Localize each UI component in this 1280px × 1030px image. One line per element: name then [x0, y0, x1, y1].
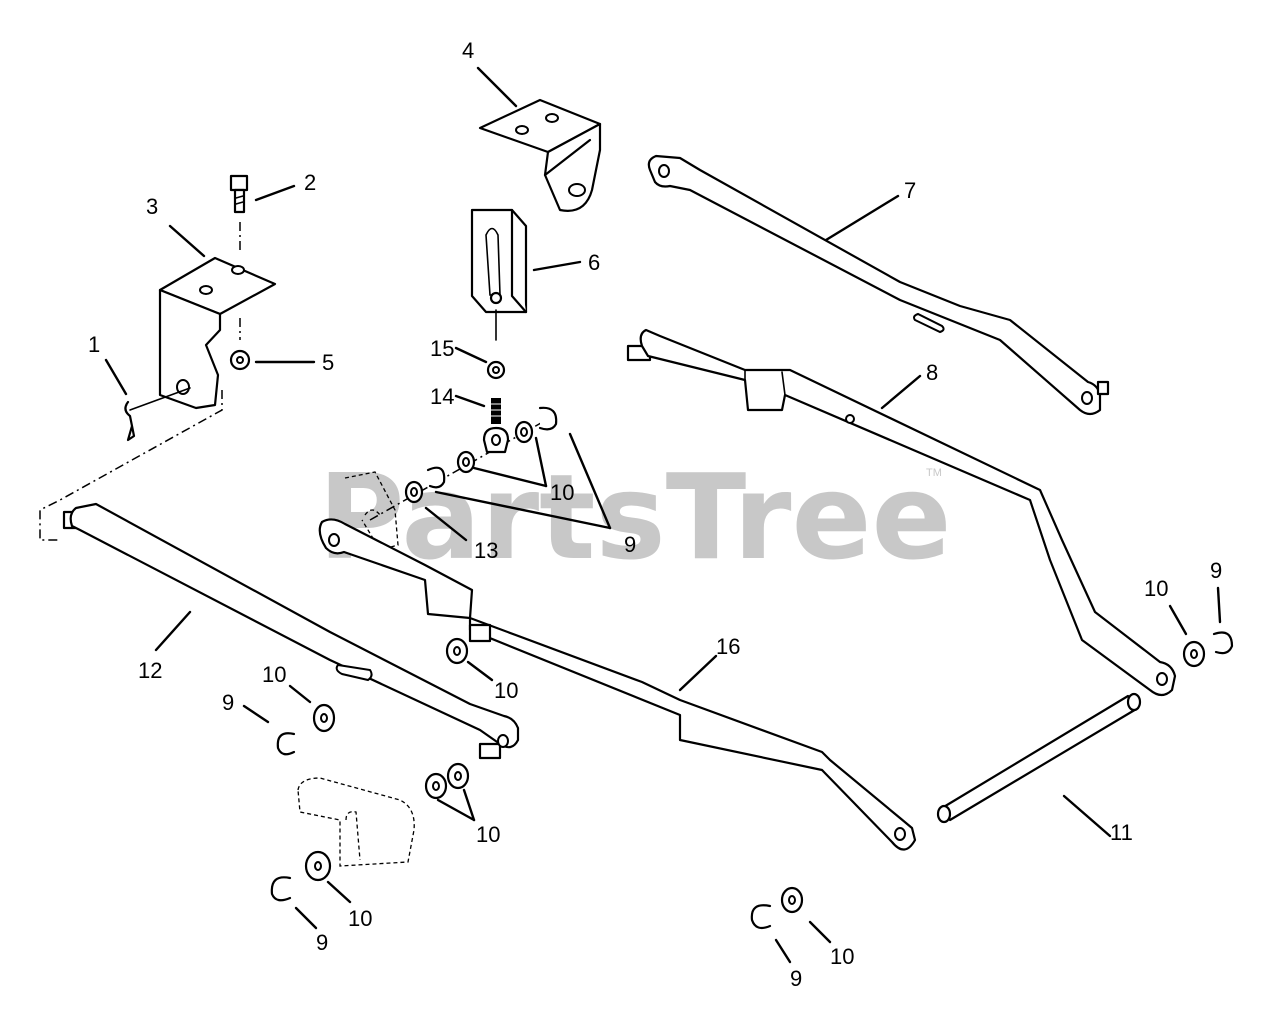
callout-12: 12	[138, 658, 162, 683]
washer-10-right[interactable]	[1182, 640, 1206, 668]
washer-10-mid[interactable]	[445, 637, 469, 665]
callout-1: 1	[88, 332, 100, 357]
part-4-bracket[interactable]	[478, 98, 602, 212]
callout-8: 8	[926, 360, 938, 385]
callout-10-bottom-left: 10	[348, 906, 372, 931]
callout-10-center: 10	[550, 480, 574, 505]
snap-ring-9-right[interactable]	[1212, 631, 1234, 655]
callout-10-right: 10	[1144, 576, 1168, 601]
callout-6: 6	[588, 250, 600, 275]
leader-lines	[104, 66, 1222, 964]
part-5-nut[interactable]	[229, 318, 251, 371]
ghost-outline-lower	[297, 777, 415, 867]
callout-13: 13	[474, 538, 498, 563]
callout-16: 16	[716, 634, 740, 659]
callout-10-lower: 10	[476, 822, 500, 847]
part-12-lower-arm[interactable]	[62, 502, 520, 760]
callout-10-bottom: 10	[830, 944, 854, 969]
part-3-bracket[interactable]	[158, 256, 277, 410]
washer-pair-10-lower[interactable]	[424, 762, 470, 800]
washer-10-bottom[interactable]	[780, 886, 804, 914]
part-2-bolt[interactable]	[229, 174, 249, 252]
part-6-slotted-plate[interactable]	[470, 208, 528, 341]
part-11-axle[interactable]	[936, 692, 1142, 824]
alignment-line-left	[39, 390, 223, 541]
callout-11: 11	[1110, 820, 1133, 845]
callout-15: 15	[430, 336, 454, 361]
callout-10-mid: 10	[494, 678, 518, 703]
part-15-nut[interactable]	[486, 360, 506, 380]
part-7-lift-arm[interactable]	[647, 154, 1110, 416]
callout-7: 7	[904, 178, 916, 203]
callout-labels: 1 2 3 4 5 6 7 8 9 10 11 12 13 14 15 16 1…	[88, 38, 1222, 991]
washer-10-left[interactable]	[312, 703, 336, 733]
callout-10-left: 10	[262, 662, 286, 687]
callout-9-bottom-left: 9	[316, 930, 328, 955]
part-1-pin[interactable]	[124, 387, 191, 442]
washer-10-bottom-left[interactable]	[304, 850, 332, 882]
watermark-text: PartsTree	[318, 448, 952, 586]
watermark-trademark: TM	[926, 467, 942, 479]
part-8-lift-rod[interactable]	[626, 328, 1177, 697]
callout-14: 14	[430, 384, 454, 409]
snap-ring-9-bottom-left[interactable]	[270, 876, 292, 902]
callout-3: 3	[146, 194, 158, 219]
callout-4: 4	[462, 38, 474, 63]
part-14-screw[interactable]	[491, 398, 501, 424]
callout-9-bottom: 9	[790, 966, 802, 991]
ghost-outline-slot	[345, 811, 361, 861]
callout-5: 5	[322, 350, 334, 375]
ghost-outline-pin	[364, 509, 381, 516]
callout-9-left: 9	[222, 690, 234, 715]
callout-2: 2	[304, 170, 316, 195]
callout-9-center: 9	[624, 532, 636, 557]
snap-ring-9-bottom[interactable]	[750, 904, 772, 930]
center-hardware-stack[interactable]	[369, 406, 558, 521]
snap-ring-9-left[interactable]	[276, 732, 296, 756]
callout-9-right: 9	[1210, 558, 1222, 583]
part-16-main-rod[interactable]	[318, 518, 917, 851]
